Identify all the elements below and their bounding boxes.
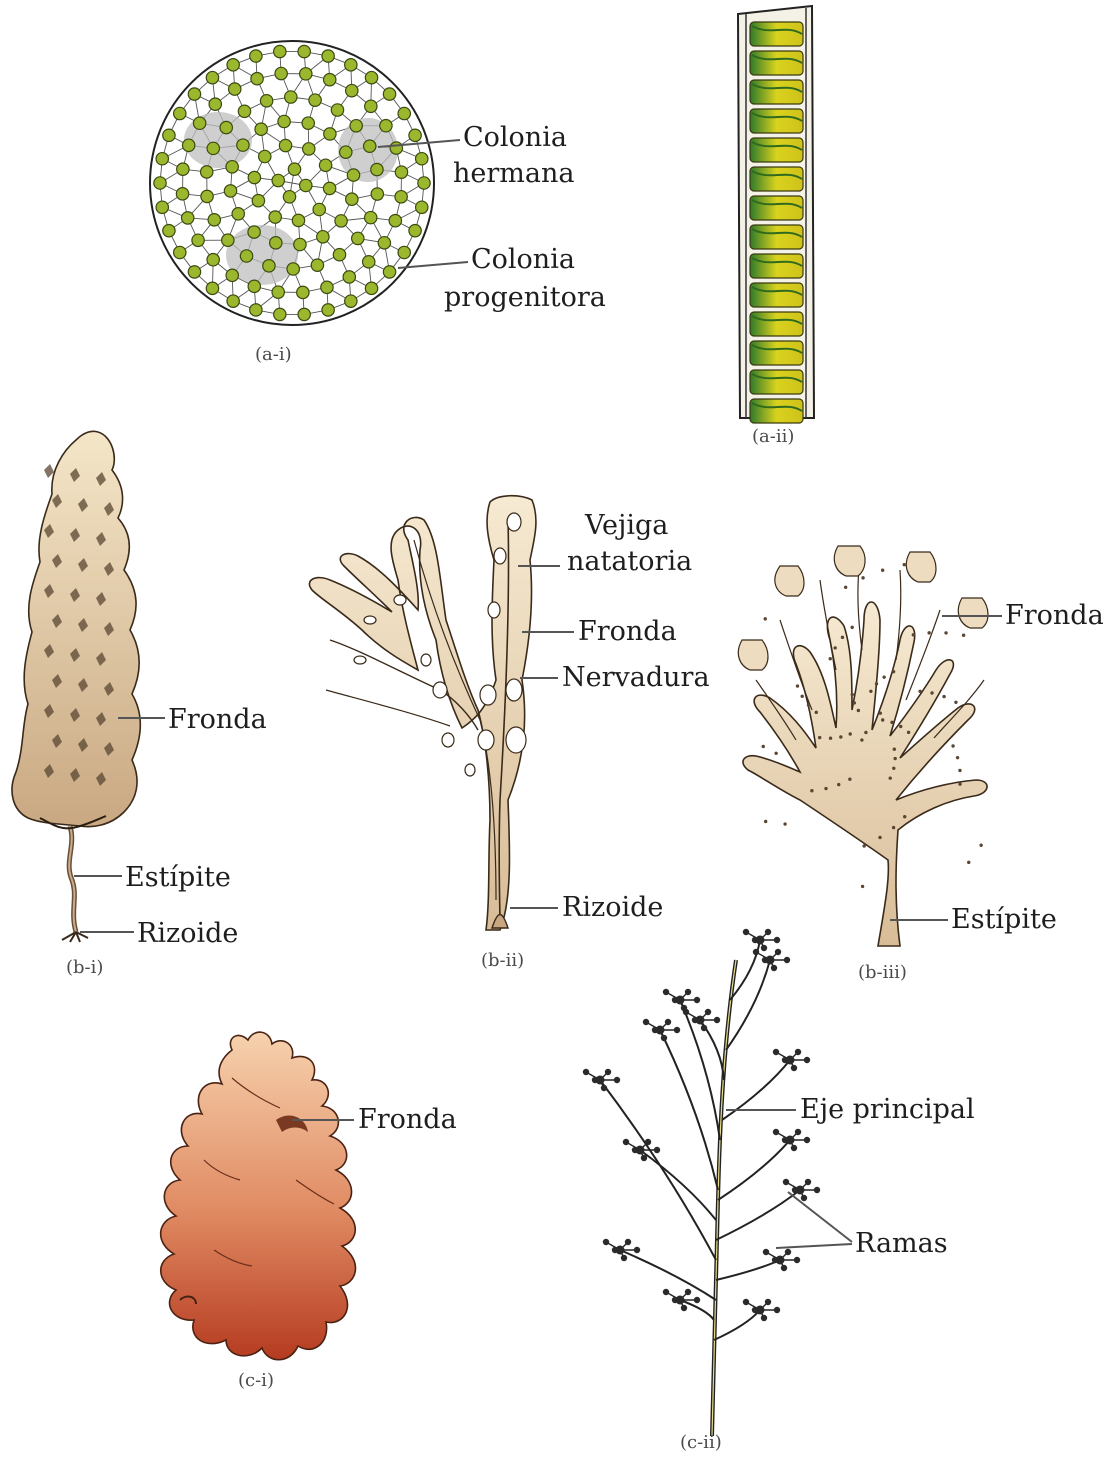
red-alga-polysiphonia	[583, 929, 820, 1436]
label-bii-fronda: Fronda	[578, 614, 677, 650]
leader-cii-ramas-1	[788, 1192, 852, 1242]
leader-cii-ramas-2	[776, 1244, 852, 1248]
label-ci-fronda: Fronda	[358, 1102, 457, 1138]
caption-c-i: (c-i)	[238, 1370, 274, 1391]
caption-b-i: (b-i)	[66, 957, 103, 978]
label-bi-estipite: Estípite	[125, 860, 231, 896]
caption-a-ii: (a-ii)	[752, 426, 794, 447]
label-colonia-hermana-1: Colonia	[463, 120, 567, 156]
caption-a-i: (a-i)	[255, 344, 292, 365]
volvox-colony	[150, 41, 434, 325]
label-colonia-hermana-2: hermana	[453, 156, 574, 192]
label-cii-ramas: Ramas	[855, 1226, 948, 1262]
label-biii-fronda: Fronda	[1005, 598, 1104, 634]
brown-alga-dictyota	[738, 546, 988, 946]
caption-b-ii: (b-ii)	[481, 950, 524, 971]
brown-alga-fucus	[309, 496, 536, 930]
label-biii-estipite: Estípite	[951, 902, 1057, 938]
brown-alga-laminaria	[12, 431, 140, 942]
label-colonia-progenitora-1: Colonia	[471, 242, 575, 278]
label-bii-nervadura: Nervadura	[562, 660, 710, 696]
label-bi-rizoide: Rizoide	[137, 916, 238, 952]
caption-b-iii: (b-iii)	[858, 962, 907, 983]
label-bii-rizoide: Rizoide	[562, 890, 663, 926]
label-cii-eje-principal: Eje principal	[800, 1092, 975, 1128]
label-bi-fronda: Fronda	[168, 702, 267, 738]
label-bii-vejiga-2: natatoria	[567, 544, 692, 580]
caption-c-ii: (c-ii)	[680, 1432, 722, 1453]
red-alga-porphyra	[161, 1032, 356, 1360]
spirogyra-filament	[738, 6, 814, 423]
label-colonia-progenitora-2: progenitora	[444, 280, 606, 316]
label-bii-vejiga-1: Vejiga	[585, 508, 668, 544]
